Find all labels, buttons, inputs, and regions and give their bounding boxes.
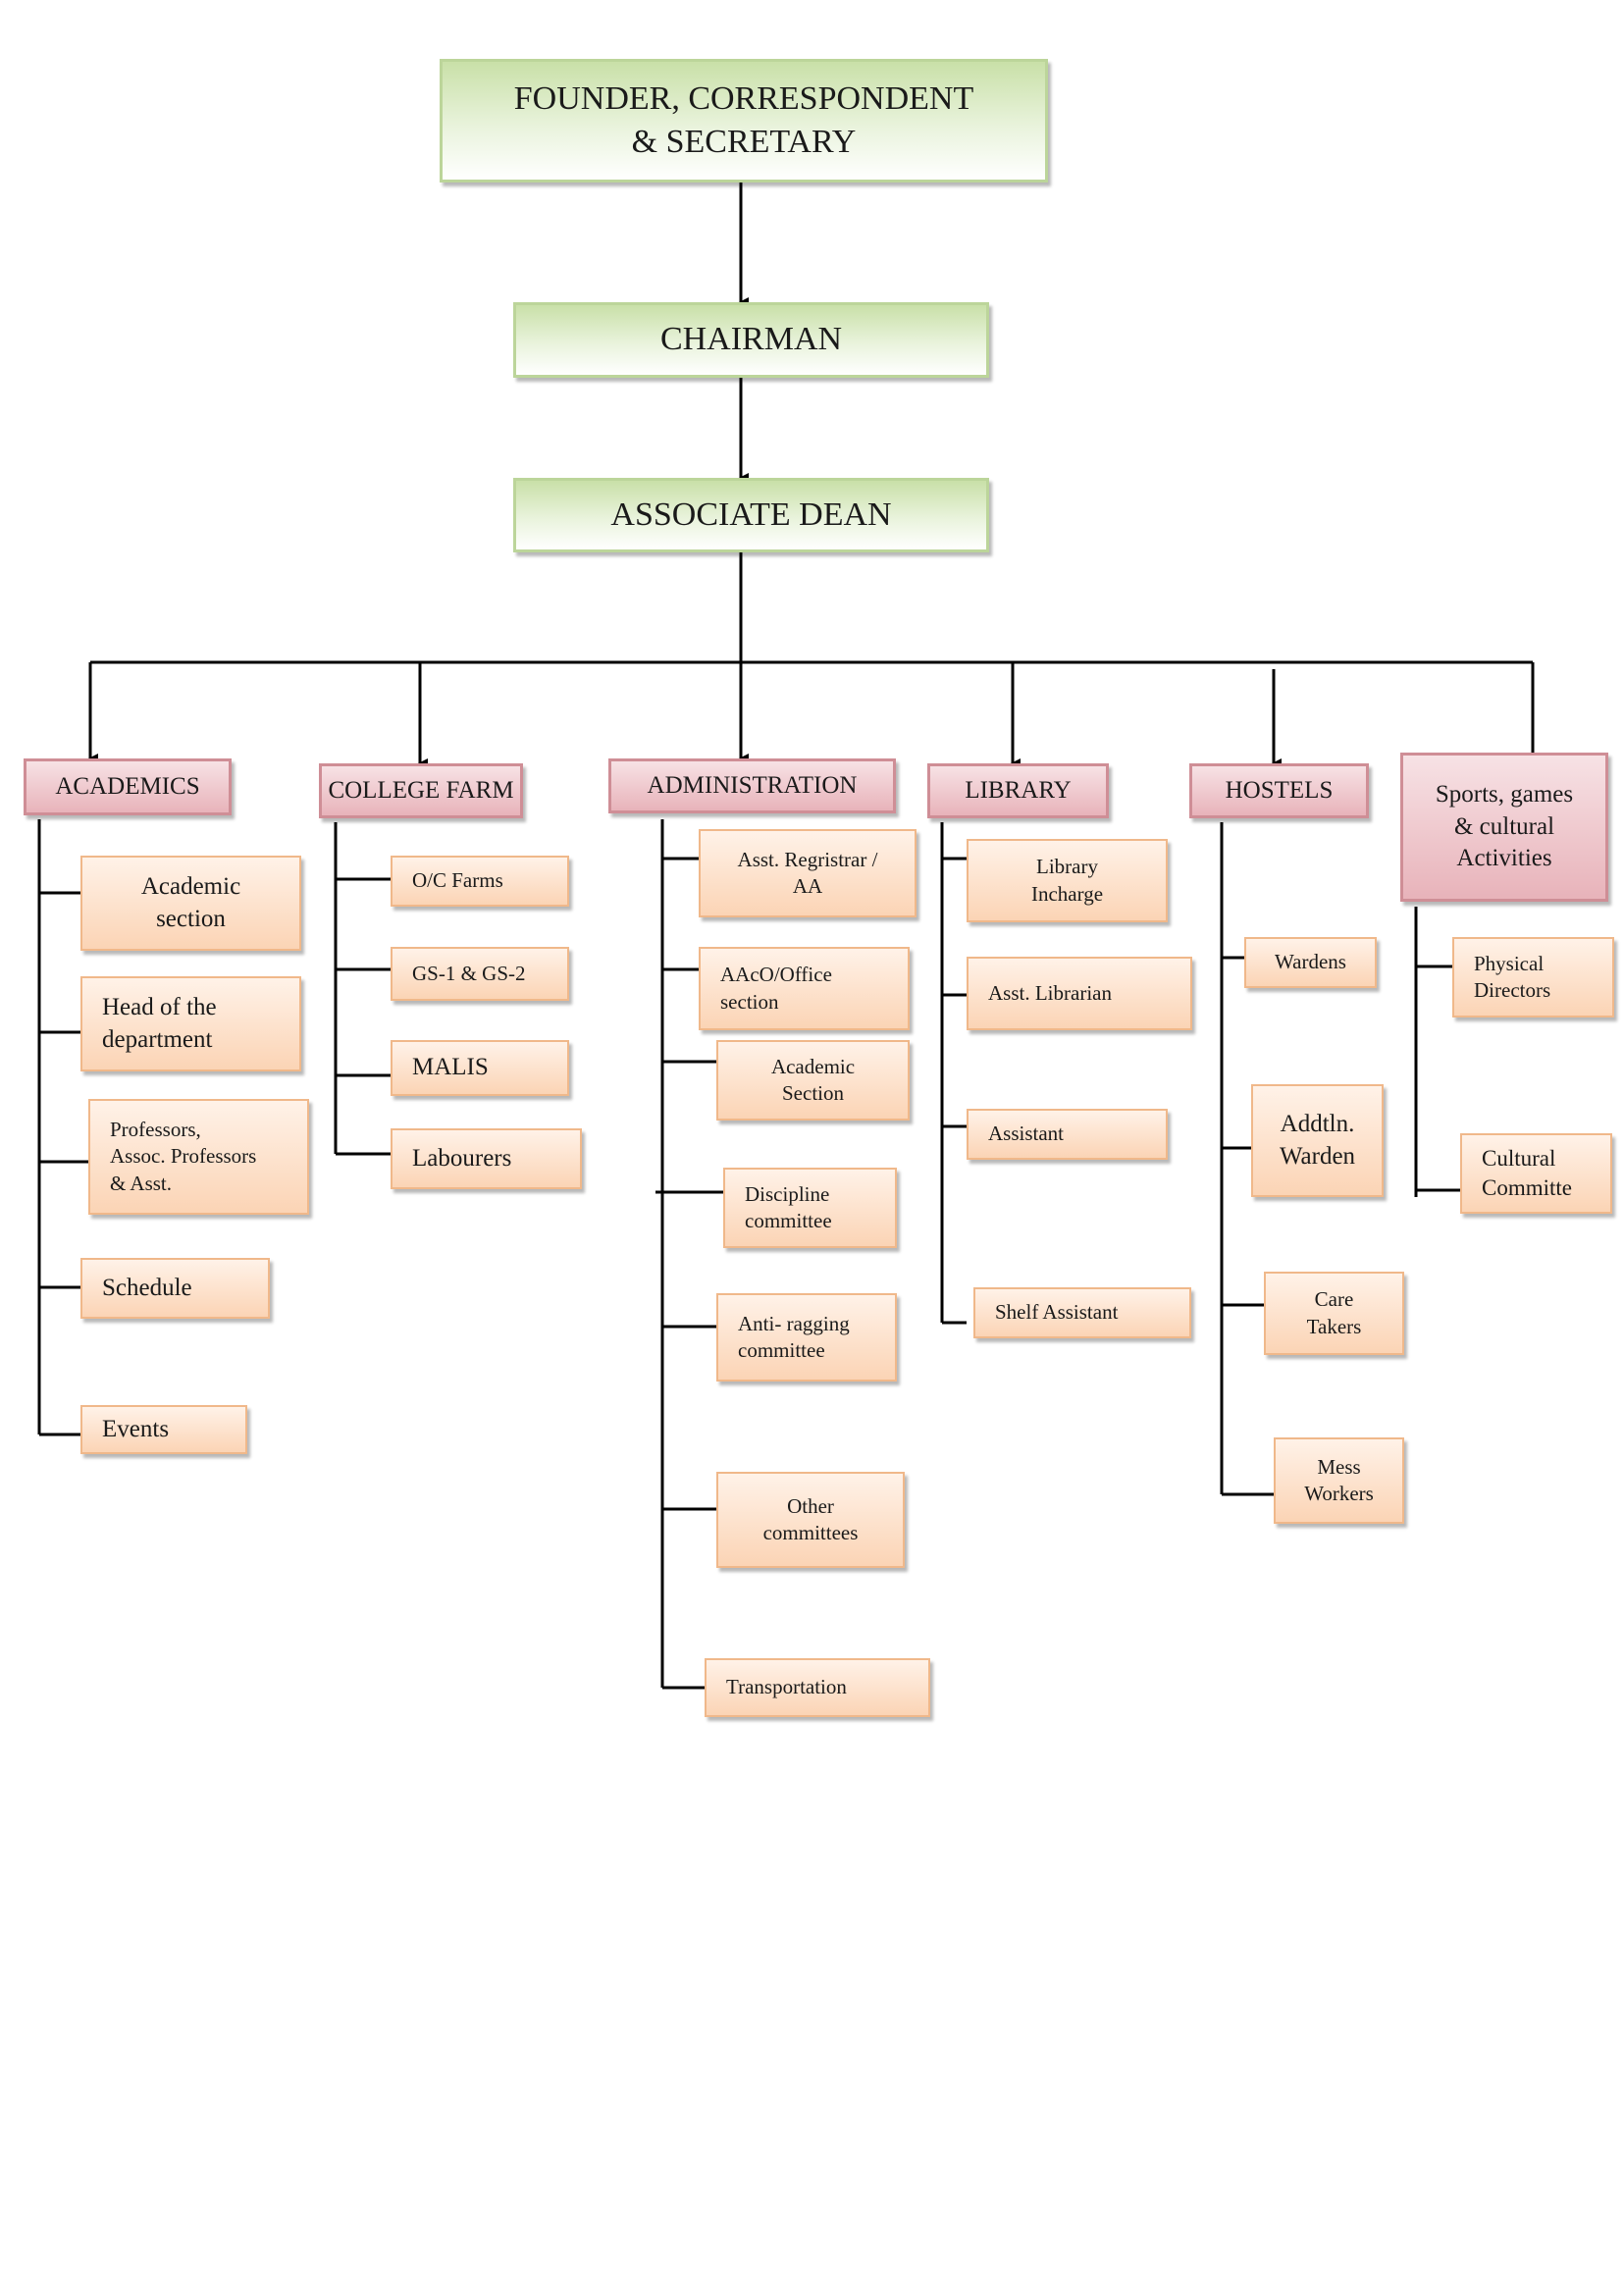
node-aaco-office-section: AAcO/Office section [699,947,910,1030]
node-discipline-committee: Discipline committee [723,1168,897,1248]
dept-label: LIBRARY [965,776,1072,804]
associate-dean-label: ASSOCIATE DEAN [610,496,892,533]
node-addtln-warden: Addtln. Warden [1251,1084,1384,1197]
node-mess-workers: Mess Workers [1274,1437,1404,1524]
node-asst-registrar: Asst. Regristrar / AA [699,829,917,917]
node-asst-librarian: Asst. Librarian [967,957,1192,1030]
node-professors: Professors, Assoc. Professors & Asst. [88,1099,309,1215]
node-label: Professors, Assoc. Professors & Asst. [110,1118,257,1195]
dept-label: Sports, games & cultural Activities [1435,781,1574,872]
founder-label: FOUNDER, CORRESPONDENT & SECRETARY [513,79,974,160]
node-head-of-department: Head of the department [80,976,301,1071]
node-label: Other committees [762,1493,859,1544]
node-library-incharge: Library Incharge [967,839,1168,922]
node-admin-academic-section: Academic Section [716,1040,910,1121]
node-label: Transportation [726,1675,847,1699]
dept-college-farm: COLLEGE FARM [319,763,523,818]
node-label: Labourers [412,1144,512,1172]
dept-label: ADMINISTRATION [647,771,858,799]
node-label: Discipline committee [745,1181,832,1232]
node-physical-directors: Physical Directors [1452,937,1614,1017]
dept-administration: ADMINISTRATION [608,758,896,813]
node-label: Schedule [102,1274,192,1301]
node-label: Asst. Librarian [988,980,1112,1005]
node-gs1-gs2: GS-1 & GS-2 [391,947,569,1001]
node-cultural-committe: Cultural Committe [1460,1133,1612,1214]
node-label: Cultural Committe [1482,1146,1572,1200]
dept-hostels: HOSTELS [1189,763,1369,818]
node-label: Physical Directors [1474,951,1551,1002]
dept-label: HOSTELS [1225,776,1334,804]
associate-dean-box: ASSOCIATE DEAN [513,478,989,552]
node-care-takers: Care Takers [1264,1272,1404,1355]
node-label: MALIS [412,1054,489,1081]
node-label: Shelf Assistant [995,1300,1119,1325]
node-label: Library Incharge [1030,855,1104,906]
node-label: Academic section [140,873,241,932]
chairman-box: CHAIRMAN [513,302,989,378]
dept-library: LIBRARY [927,763,1109,818]
node-label: Anti- ragging committee [738,1311,850,1362]
node-anti-ragging-committee: Anti- ragging committee [716,1293,897,1382]
node-label: Events [102,1415,170,1442]
node-label: Addtln. Warden [1279,1111,1356,1170]
node-labourers: Labourers [391,1128,582,1189]
node-label: Wardens [1275,950,1346,974]
node-label: O/C Farms [412,868,503,893]
dept-sports-games-cultural: Sports, games & cultural Activities [1400,753,1608,902]
node-label: Mess Workers [1304,1454,1374,1505]
node-events: Events [80,1405,247,1454]
node-label: Head of the department [102,994,217,1053]
node-oc-farms: O/C Farms [391,856,569,907]
node-shelf-assistant: Shelf Assistant [973,1287,1191,1338]
dept-academics: ACADEMICS [24,758,232,815]
node-library-assistant: Assistant [967,1109,1168,1160]
node-label: AAcO/Office section [720,963,832,1014]
node-label: Care Takers [1306,1287,1362,1338]
node-malis: MALIS [391,1040,569,1096]
node-transportation: Transportation [705,1658,930,1717]
node-label: GS-1 & GS-2 [412,961,526,985]
dept-label: ACADEMICS [55,772,200,800]
node-schedule: Schedule [80,1258,270,1319]
node-label: Assistant [988,1121,1065,1146]
dept-label: COLLEGE FARM [328,776,514,804]
founder-correspondent-secretary-box: FOUNDER, CORRESPONDENT & SECRETARY [440,59,1048,183]
node-label: Academic Section [770,1054,856,1105]
node-label: Asst. Regristrar / AA [737,847,878,898]
node-wardens: Wardens [1244,937,1377,988]
node-other-committees: Other committees [716,1472,905,1568]
chairman-label: CHAIRMAN [659,321,843,358]
node-academic-section: Academic section [80,856,301,951]
